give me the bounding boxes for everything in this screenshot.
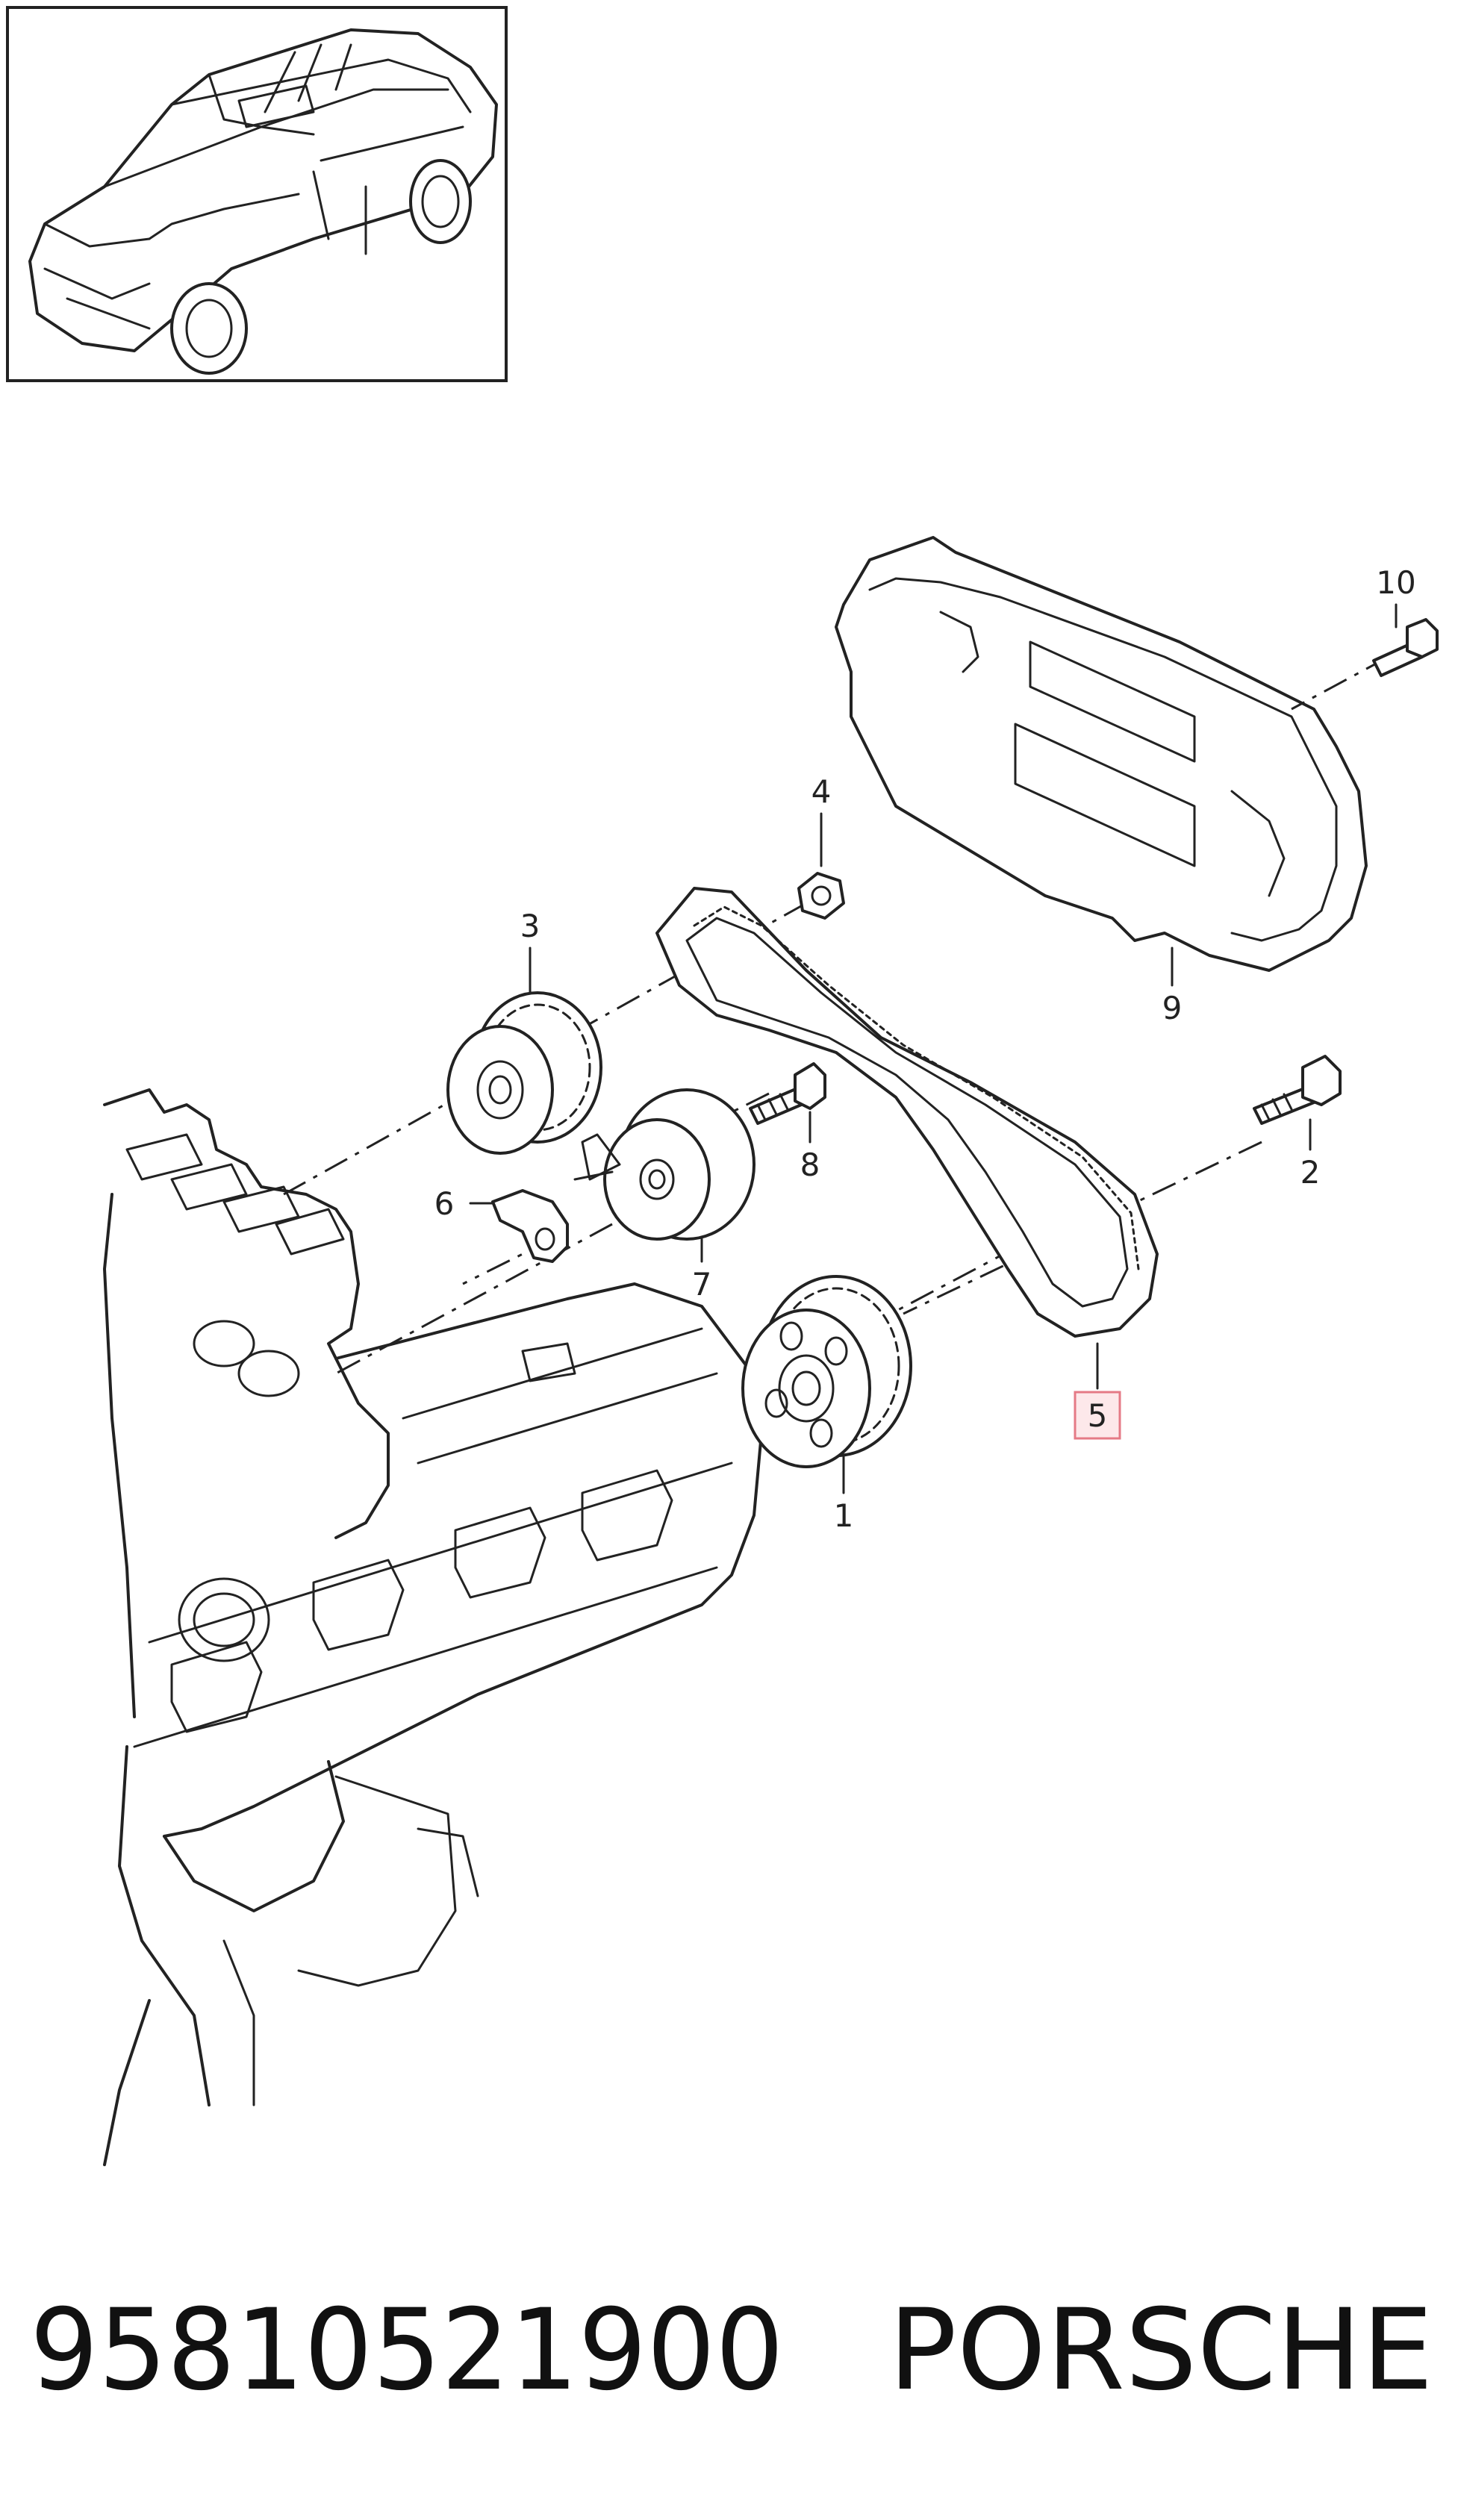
- callout-5[interactable]: 5: [1088, 1397, 1108, 1434]
- footer-caption: 95810521900 PORSCHE: [30, 2286, 1433, 2415]
- suv-illustration: [28, 28, 498, 375]
- callout-5-highlight: [1074, 1391, 1121, 1440]
- bolt-8: [749, 1062, 826, 1125]
- callout-1[interactable]: 1: [834, 1497, 854, 1534]
- vehicle-thumbnail: [6, 6, 508, 382]
- callout-6[interactable]: 6: [434, 1185, 455, 1222]
- camshaft-sprocket-upper: [446, 991, 602, 1155]
- bolt-2: [1253, 1055, 1342, 1125]
- part-number: 95810521900: [30, 2286, 784, 2415]
- engine-block: [103, 1088, 763, 2166]
- brand-name: PORSCHE: [888, 2286, 1433, 2415]
- callout-7[interactable]: 7: [692, 1266, 712, 1303]
- callout-labels: 4 3 10 9 2 8 6 7 5 1: [434, 564, 1416, 1534]
- hex-nut: [797, 872, 845, 920]
- camshaft-sprocket-lower: [741, 1275, 912, 1468]
- timing-belt: [655, 887, 1159, 1338]
- callout-9[interactable]: 9: [1162, 990, 1183, 1026]
- timing-belt-cover: [835, 536, 1368, 972]
- tensioner-bracket: [491, 1189, 569, 1263]
- belt-tensioner: [573, 1088, 756, 1241]
- callout-3[interactable]: 3: [520, 908, 540, 944]
- callout-8[interactable]: 8: [800, 1147, 820, 1183]
- leader-lines: [469, 603, 1398, 1494]
- callout-10[interactable]: 10: [1376, 564, 1415, 601]
- bolt-10: [1372, 618, 1439, 677]
- callout-4[interactable]: 4: [811, 773, 832, 810]
- callout-2[interactable]: 2: [1300, 1154, 1321, 1191]
